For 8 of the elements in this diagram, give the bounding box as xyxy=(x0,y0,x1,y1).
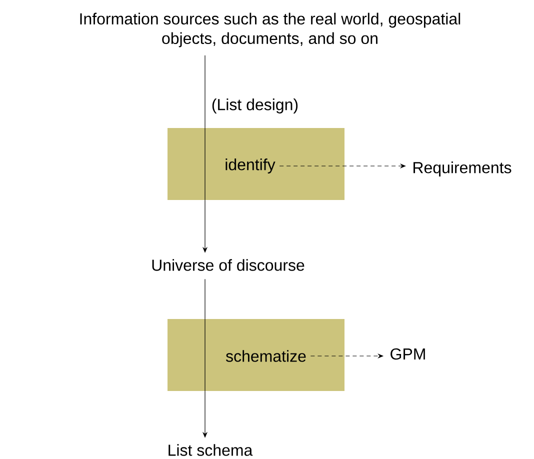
box-heading: (List design) xyxy=(212,98,298,114)
box-label: identify xyxy=(226,158,276,174)
text-label: GPM xyxy=(390,348,425,360)
text-label: Requirements xyxy=(414,162,512,176)
text-label: Information sources such as the real world, geospatial objects, documents, and so on xyxy=(80,12,460,48)
text-label: List schema xyxy=(168,444,253,456)
text-label: Universe of discourse xyxy=(152,259,304,271)
box-label: schematize xyxy=(226,350,306,362)
